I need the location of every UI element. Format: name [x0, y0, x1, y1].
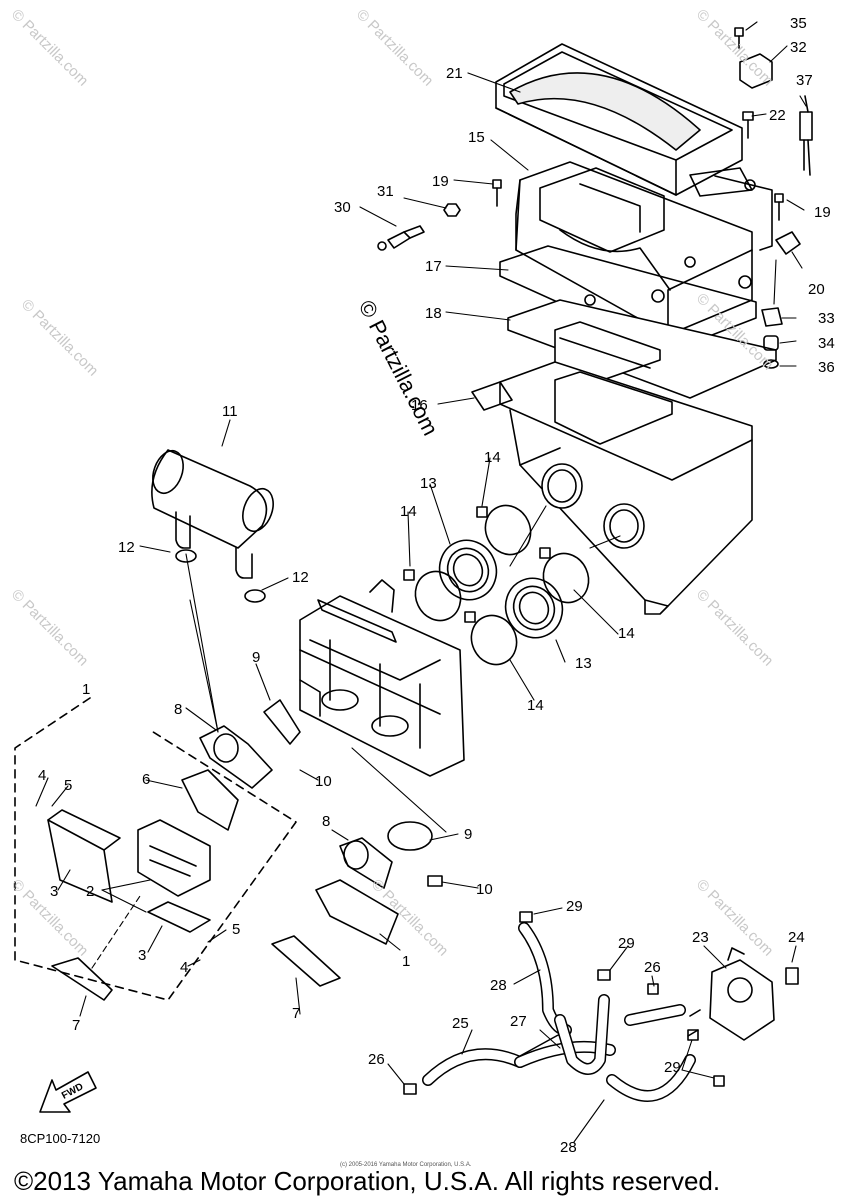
callout-28b: 28	[560, 1139, 577, 1156]
fwd-arrow-icon	[39, 1071, 97, 1113]
callout-7b: 7	[292, 1005, 301, 1022]
callout-26a: 26	[644, 959, 661, 976]
intake-silencer	[151, 449, 274, 603]
callout-13a: 13	[420, 475, 437, 492]
small-copyright-note: (c) 2005-2016 Yamaha Motor Corporation, …	[340, 1162, 472, 1168]
callout-3b: 3	[138, 947, 147, 964]
callout-14b: 14	[400, 503, 417, 520]
callout-19b: 19	[814, 204, 831, 221]
callout-14c: 14	[618, 625, 635, 642]
air-box-seal	[499, 245, 757, 353]
intake-temp-sensor	[377, 203, 461, 251]
carb-joints	[403, 504, 590, 666]
callout-12a: 12	[118, 539, 135, 556]
callout-28a: 28	[490, 977, 507, 994]
callout-9b: 9	[464, 826, 473, 843]
callout-16: 16	[411, 397, 428, 414]
callout-32: 32	[790, 39, 807, 56]
callout-30: 30	[334, 199, 351, 216]
callout-27: 27	[510, 1013, 527, 1030]
callout-37: 37	[796, 72, 813, 89]
callout-5a: 5	[64, 777, 73, 794]
callout-22: 22	[769, 107, 786, 124]
fuel-pump	[687, 947, 799, 1041]
callout-9a: 9	[252, 649, 261, 666]
callout-14d: 14	[527, 697, 544, 714]
callout-2: 2	[86, 883, 95, 900]
callout-29a: 29	[566, 898, 583, 915]
callout-19a: 19	[432, 173, 449, 190]
callout-8b: 8	[322, 813, 331, 830]
callout-36: 36	[818, 359, 835, 376]
air-box-lower-case	[471, 361, 753, 615]
right-hardware	[492, 27, 813, 369]
callout-24: 24	[788, 929, 805, 946]
carburetor-assembly	[299, 579, 465, 777]
air-box-cover	[495, 43, 743, 196]
air-box-upper-case	[515, 161, 756, 336]
reed-valve-lower	[271, 821, 443, 987]
callout-7a: 7	[72, 1017, 81, 1034]
callout-1a: 1	[82, 681, 91, 698]
callout-26b: 26	[368, 1051, 385, 1068]
callout-13b: 13	[575, 655, 592, 672]
reed-valve-group	[14, 697, 301, 1001]
callout-6: 6	[142, 771, 151, 788]
callout-31: 31	[377, 183, 394, 200]
callout-33: 33	[818, 310, 835, 327]
callout-35: 35	[790, 15, 807, 32]
callout-20: 20	[808, 281, 825, 298]
callout-23: 23	[692, 929, 709, 946]
callout-25: 25	[452, 1015, 469, 1032]
leader-lines	[35, 21, 807, 1143]
callout-11: 11	[222, 403, 238, 420]
callout-21: 21	[446, 65, 463, 82]
fuel-hoses	[403, 911, 725, 1102]
callout-15: 15	[468, 129, 485, 146]
callout-4a: 4	[38, 767, 47, 784]
callout-29b: 29	[618, 935, 635, 952]
callout-10a: 10	[315, 773, 332, 790]
callout-1b: 1	[402, 953, 411, 970]
callout-14a: 14	[484, 449, 501, 466]
drawing-code: 8CP100-7120	[20, 1131, 101, 1146]
callout-29c: 29	[664, 1059, 681, 1076]
copyright-footer: ©2013 Yamaha Motor Corporation, U.S.A. A…	[14, 1166, 721, 1196]
callout-5b: 5	[232, 921, 241, 938]
callout-12b: 12	[292, 569, 309, 586]
callout-34: 34	[818, 335, 835, 352]
callout-10b: 10	[476, 881, 493, 898]
callout-18: 18	[425, 305, 442, 322]
callout-8a: 8	[174, 701, 183, 718]
callout-4b: 4	[180, 959, 189, 976]
callout-3a: 3	[50, 883, 59, 900]
callout-17: 17	[425, 258, 442, 275]
